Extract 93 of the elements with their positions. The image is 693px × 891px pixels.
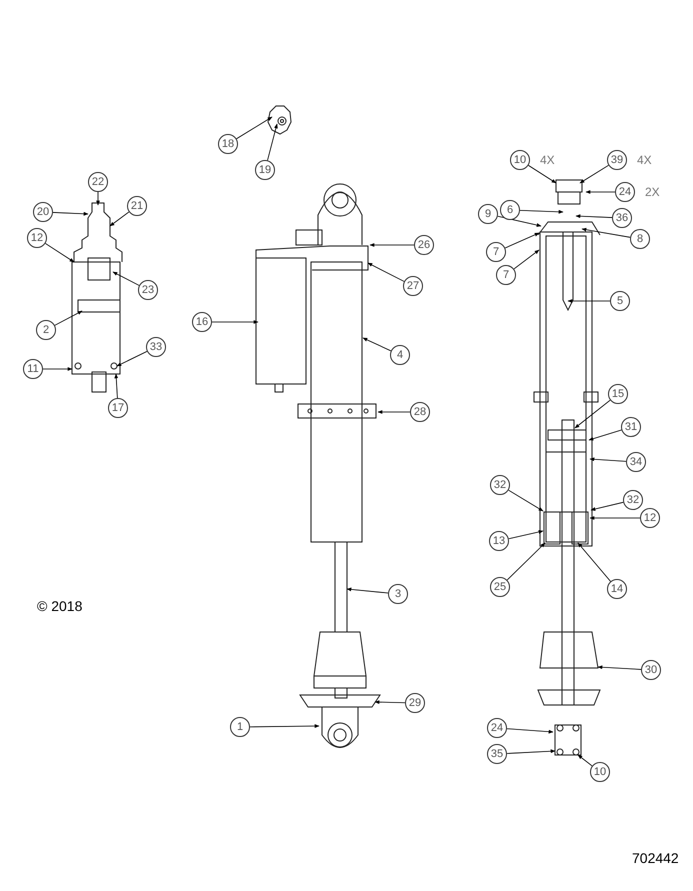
callout-number: 35 xyxy=(487,744,507,764)
callout-number: 34 xyxy=(626,452,646,472)
callout-number: 23 xyxy=(138,280,158,300)
callout-number: 4 xyxy=(390,345,410,365)
quantity-label: 2X xyxy=(645,185,660,199)
callout-number: 15 xyxy=(608,384,628,404)
callout-number: 32 xyxy=(490,475,510,495)
callout-number: 2 xyxy=(36,320,56,340)
leader-line xyxy=(514,250,540,270)
callout-number: 12 xyxy=(640,508,660,528)
callout-number: 8 xyxy=(630,229,650,249)
callout-number: 18 xyxy=(218,134,238,154)
callout-number: 17 xyxy=(108,398,128,418)
leader-line xyxy=(528,164,556,184)
callout-number: 6 xyxy=(500,200,520,220)
leader-line xyxy=(508,490,544,512)
callout-number: 26 xyxy=(414,235,434,255)
leader-line xyxy=(54,310,82,326)
leader-line xyxy=(346,588,388,594)
copyright-notice: © 2018 xyxy=(37,598,82,614)
leader-line xyxy=(582,228,631,238)
callout-number: 19 xyxy=(255,160,275,180)
leader-line xyxy=(590,516,640,520)
leader-line xyxy=(96,192,100,206)
callout-number: 16 xyxy=(192,312,212,332)
callout-number: 25 xyxy=(490,577,510,597)
callout-number: 21 xyxy=(127,196,147,216)
quantity-label: 4X xyxy=(540,153,555,167)
callout-number: 29 xyxy=(405,693,425,713)
leader-line xyxy=(110,212,130,226)
leader-line xyxy=(520,210,564,214)
leader-line xyxy=(598,665,642,670)
callout-number: 22 xyxy=(88,172,108,192)
callout-number: 33 xyxy=(146,337,166,357)
leader-line xyxy=(568,299,610,303)
leader-line xyxy=(506,728,554,734)
part-number: 702442 xyxy=(632,850,679,866)
leader-line xyxy=(267,124,278,161)
quantity-label: 4X xyxy=(637,153,652,167)
callout-number: 31 xyxy=(621,417,641,437)
adjuster-knob-drawing xyxy=(267,106,292,135)
leader-line xyxy=(116,350,148,366)
leader-line xyxy=(42,367,72,371)
callout-number: 12 xyxy=(27,228,47,248)
callout-number: 32 xyxy=(623,490,643,510)
leader-line xyxy=(212,320,258,324)
callout-number: 3 xyxy=(388,584,408,604)
leader-line xyxy=(580,164,609,184)
callout-number: 5 xyxy=(610,291,630,311)
leader-line xyxy=(586,190,616,194)
leader-line xyxy=(374,700,406,704)
leader-line xyxy=(504,232,540,248)
callout-number: 39 xyxy=(607,150,627,170)
callout-number: 20 xyxy=(33,202,53,222)
shock-absorber-drawing xyxy=(256,184,381,748)
callout-number: 10 xyxy=(590,762,610,782)
leader-line xyxy=(576,214,612,218)
leader-line xyxy=(578,754,592,766)
leader-line xyxy=(588,430,622,441)
callout-number: 24 xyxy=(487,718,507,738)
callout-number: 1 xyxy=(230,717,250,737)
leader-line xyxy=(497,216,542,227)
leader-line xyxy=(368,262,404,282)
leader-line xyxy=(45,243,74,262)
callout-number: 24 xyxy=(615,182,635,202)
callout-number: 11 xyxy=(23,359,43,379)
leader-line xyxy=(506,749,556,754)
leader-line xyxy=(114,374,118,398)
leader-line xyxy=(590,457,626,462)
callout-number: 28 xyxy=(410,402,430,422)
callout-number: 10 xyxy=(510,150,530,170)
leader-line xyxy=(590,502,624,511)
callout-number: 9 xyxy=(478,204,498,224)
leader-line xyxy=(578,542,611,582)
leader-line xyxy=(574,400,611,428)
callout-number: 7 xyxy=(486,242,506,262)
leader-line xyxy=(362,338,392,352)
callout-number: 14 xyxy=(607,579,627,599)
callout-number: 27 xyxy=(403,276,423,296)
leader-line xyxy=(112,272,140,286)
callout-number: 30 xyxy=(641,660,661,680)
callout-number: 36 xyxy=(612,208,632,228)
leader-line xyxy=(378,410,410,414)
leader-line xyxy=(250,724,320,728)
leader-line xyxy=(236,116,272,140)
shock-absorber-section-drawing xyxy=(534,180,601,756)
reservoir-section-drawing xyxy=(72,202,122,392)
callout-number: 13 xyxy=(489,531,509,551)
leader-line xyxy=(52,212,88,216)
leader-line xyxy=(506,542,546,580)
callout-number: 7 xyxy=(496,265,516,285)
leader-line xyxy=(370,243,414,247)
leader-line xyxy=(508,530,544,540)
